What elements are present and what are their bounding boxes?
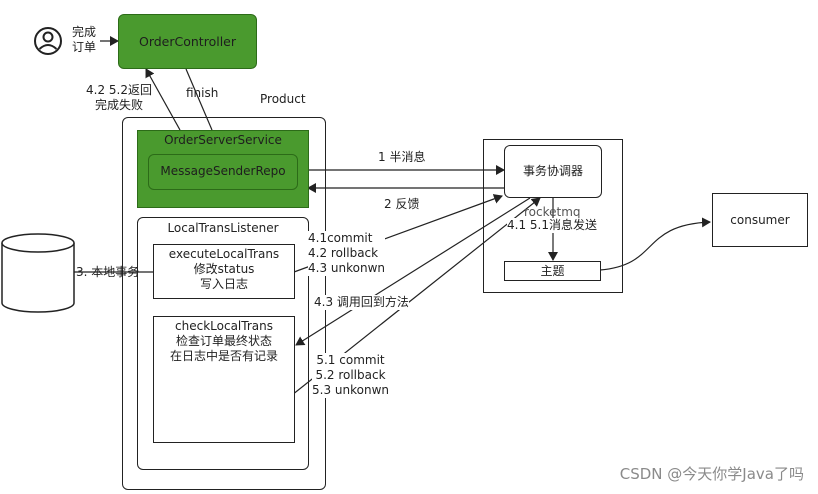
order-controller-node: OrderController [118,14,257,69]
rocketmq-label: rocketmq [524,205,581,219]
feedback-label: 2 反馈 [384,197,420,211]
watermark: CSDN @今天你学Java了吗 [619,465,804,483]
return-arrow [145,68,181,131]
product-label: Product [260,92,306,106]
message-sender-repo-label: MessageSenderRepo [160,164,286,178]
half-message-label: 1 半消息 [378,150,426,164]
check-local-trans-label: checkLocalTrans 检查订单最终状态 在日志中是否有记录 [169,319,278,363]
topic-node: 主题 [504,261,601,281]
check-local-trans-node: checkLocalTrans 检查订单最终状态 在日志中是否有记录 [153,316,295,443]
finish-label: finish [186,86,219,100]
database-icon [1,233,75,313]
message-sender-repo-node: MessageSenderRepo [148,154,298,190]
local-tx-label: 3. 本地事务 [76,265,140,279]
return-label: 4.2 5.2返回 完成失败 [86,83,152,112]
order-controller-label: OrderController [138,34,236,49]
coordinator-node: 事务协调器 [504,145,602,198]
send-label: 4.1 5.1消息发送 [507,218,597,233]
finish-arrow [185,68,213,131]
consumer-label: consumer [730,213,790,227]
commit-label-2: 5.1 commit 5.2 rollback 5.3 unkonwn [312,353,389,398]
topic-label: 主题 [540,264,565,278]
execute-local-trans-node: executeLocalTrans 修改status 写入日志 [153,244,295,299]
local-trans-listener-node: LocalTransListener [137,217,309,470]
execute-local-trans-label: executeLocalTrans 修改status 写入日志 [168,247,280,291]
consume-arrow [599,217,711,271]
order-server-service-label: OrderServerService [164,133,282,147]
commit-label-1: 4.1commit 4.2 rollback 4.3 unkonwn [308,231,385,276]
coordinator-label: 事务协调器 [522,164,583,178]
local-trans-listener-label: LocalTransListener [167,221,279,235]
callback-arrow [295,197,531,346]
consumer-node: consumer [712,193,808,247]
user-icon [34,27,62,55]
rocketmq-container [483,139,623,293]
order-server-service-node: OrderServerService MessageSenderRepo [137,130,309,208]
actor-label: 完成 订单 [72,25,97,54]
callback-label: 4.3 调用回到方法 [314,295,409,310]
